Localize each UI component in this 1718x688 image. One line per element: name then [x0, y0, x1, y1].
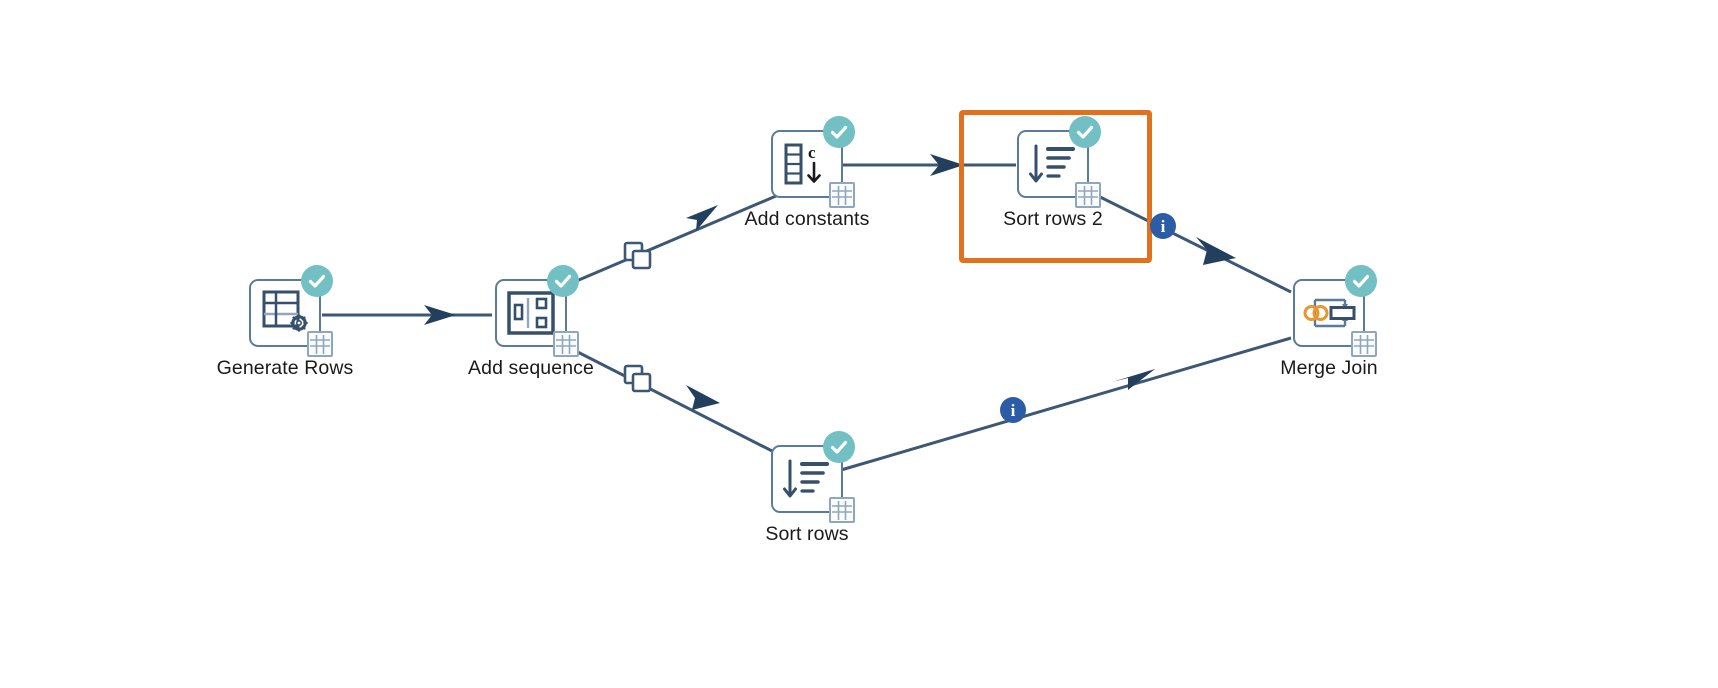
hop-add-sequence-to-sort-rows[interactable] [559, 341, 777, 455]
node-label: Add constants [744, 208, 870, 230]
node-label: Sort rows [765, 523, 849, 545]
add-constants-icon: c [771, 130, 843, 198]
hop-add-constants-to-sort-rows-2[interactable] [841, 154, 1016, 176]
info-icon[interactable]: i [1150, 213, 1176, 239]
node-label: Merge Join [1280, 357, 1378, 379]
info-icon-label: i [1010, 400, 1016, 420]
node-label: Generate Rows [216, 357, 354, 379]
generate-rows-icon [249, 279, 321, 347]
node-label: Add sequence [468, 357, 594, 379]
hop-sort-rows-to-merge-join[interactable] [840, 336, 1292, 472]
info-icon-label: i [1160, 216, 1166, 236]
merge-join-icon [1293, 279, 1365, 347]
data-grid-badge [1351, 331, 1377, 357]
check-icon [1345, 265, 1377, 297]
data-grid-badge [1075, 182, 1101, 208]
check-icon [547, 265, 579, 297]
check-icon [823, 116, 855, 148]
svg-text:c: c [808, 143, 816, 162]
data-grid-badge [829, 182, 855, 208]
check-icon [301, 265, 333, 297]
check-icon [823, 431, 855, 463]
sort-rows-icon [1017, 130, 1089, 198]
hop-add-sequence-to-add-constants[interactable] [559, 194, 777, 290]
hop-generate-rows-to-add-sequence[interactable] [322, 305, 492, 325]
data-grid-badge [307, 331, 333, 357]
node-label: Sort rows 2 [1003, 208, 1103, 230]
data-grid-badge [829, 497, 855, 523]
check-icon [1069, 116, 1101, 148]
sort-rows-icon [771, 445, 843, 513]
selection-rectangle[interactable] [959, 110, 1152, 263]
info-icon[interactable]: i [1000, 397, 1026, 423]
add-sequence-icon [495, 279, 567, 347]
hop-sort-rows-2-to-merge-join[interactable] [1085, 188, 1292, 294]
data-grid-badge [553, 331, 579, 357]
